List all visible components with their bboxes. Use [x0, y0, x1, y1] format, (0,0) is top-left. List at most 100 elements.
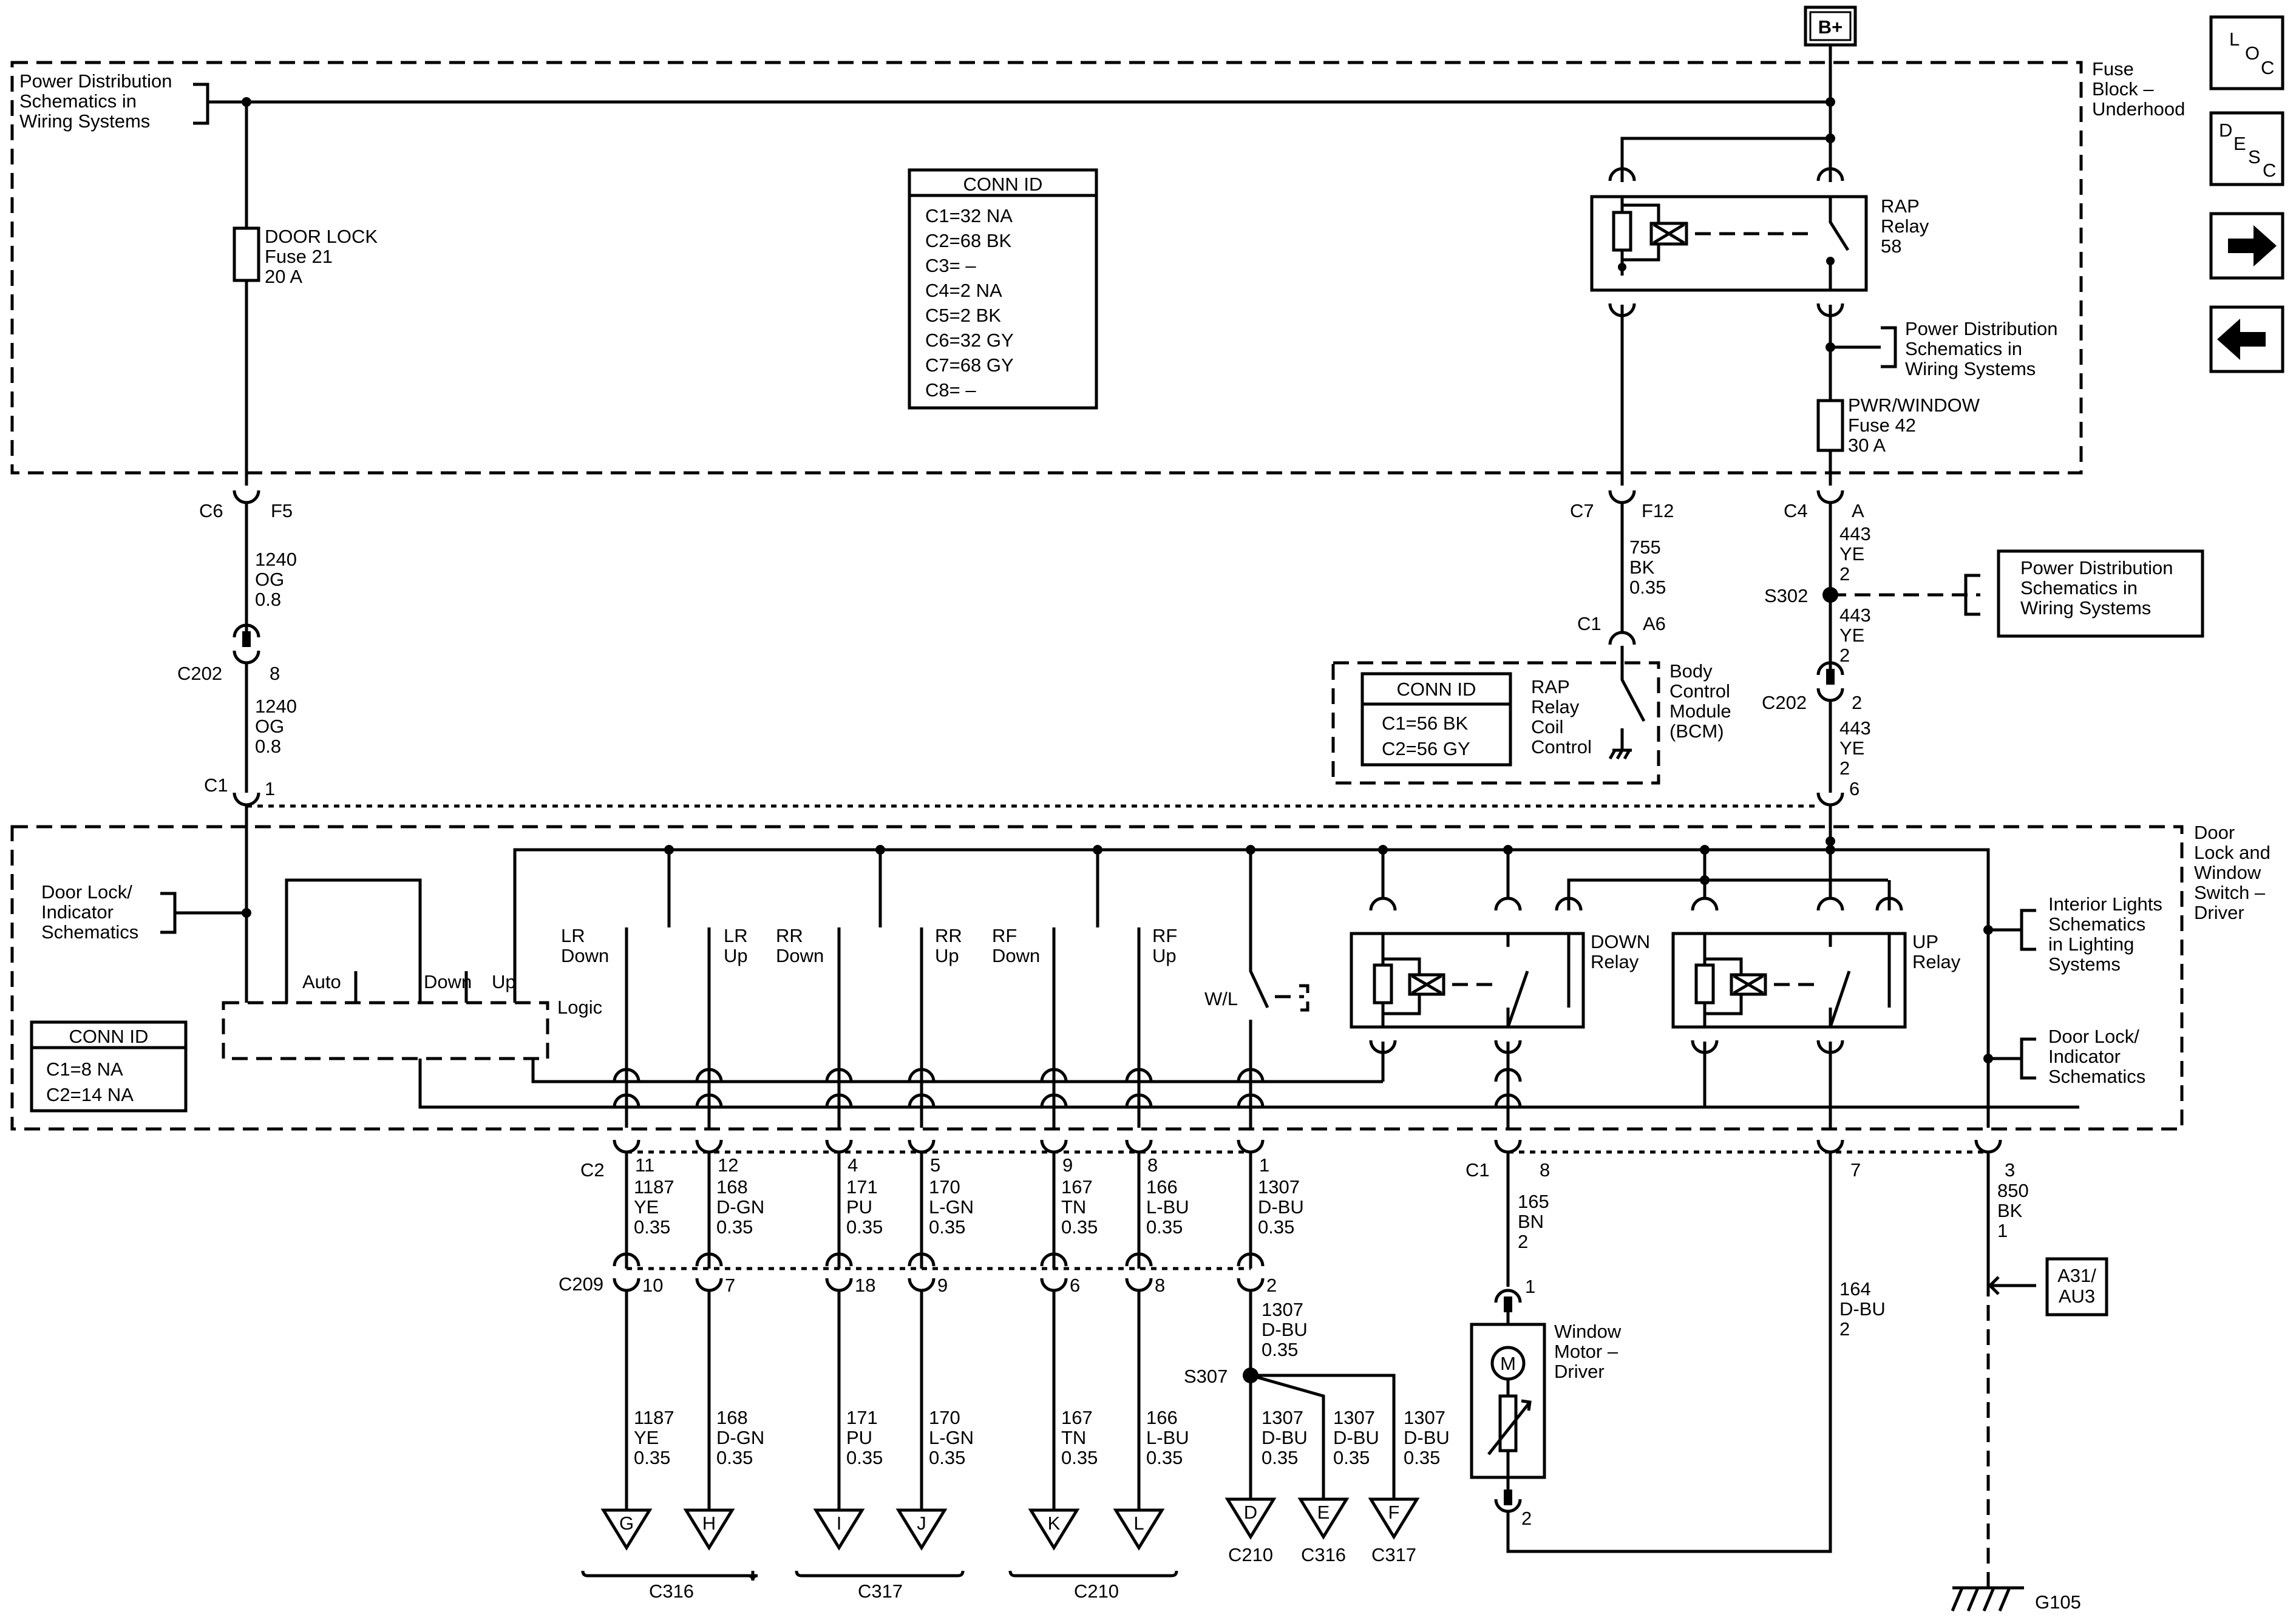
svg-text:1: 1 [1997, 1220, 2008, 1241]
svg-text:Schematics in: Schematics in [19, 90, 137, 112]
splice-s302: S302 [1764, 585, 1980, 606]
c209-pin-label: 9 [937, 1275, 948, 1296]
lower-wire-label: PU [846, 1427, 872, 1448]
svg-text:C7: C7 [1570, 500, 1594, 521]
c2-wire-label: YE [634, 1196, 659, 1218]
svg-text:C1: C1 [1466, 1159, 1490, 1181]
interior-lights-ref[interactable]: Interior Lights Schematics in Lighting S… [1983, 893, 2162, 975]
terminal-group-brackets: C316 C317 C210 [581, 1570, 1178, 1602]
svg-text:Wiring Systems: Wiring Systems [19, 110, 150, 132]
wire-443-c: 443 YE 2 [1839, 717, 1871, 779]
terminal-e[interactable]: E [1297, 1497, 1350, 1540]
svg-text:2: 2 [1852, 692, 1862, 713]
desc-button[interactable]: D E S C [2209, 111, 2284, 186]
rap-relay: RAP Relay 58 [1590, 134, 1929, 317]
lower-wire-label: 168 [716, 1407, 748, 1428]
svg-text:Module: Module [1669, 700, 1731, 722]
c2-wire-labels: 1187YE0.35168D-GN0.35171PU0.35170L-GN0.3… [634, 1176, 1304, 1238]
pd-reference-top[interactable]: Power Distribution Schematics in Wiring … [19, 70, 246, 132]
terminal-j[interactable]: J [895, 1508, 948, 1551]
svg-text:C: C [2261, 57, 2274, 78]
svg-text:Systems: Systems [2048, 954, 2121, 975]
svg-text:L: L [2229, 29, 2240, 50]
connector-c1-pin6: 6 [1816, 778, 1860, 807]
terminal-label: D [1244, 1502, 1257, 1523]
lower-wire-label: 167 [1061, 1407, 1093, 1428]
svg-text:Down: Down [992, 945, 1040, 966]
terminal-label: J [917, 1513, 926, 1534]
a31-option-ref[interactable]: A31/ AU3 [1988, 1257, 2108, 1317]
c2-wire-label: 0.35 [846, 1216, 883, 1238]
lower-wire-label: 0.35 [929, 1447, 965, 1468]
bcm-conn-id: CONN ID C1=56 BK C2=56 GY [1360, 672, 1512, 767]
terminal-label: K [1048, 1513, 1061, 1534]
svg-text:Indicator: Indicator [2048, 1046, 2121, 1067]
c209-pin-label: 6 [1070, 1275, 1080, 1296]
connector-c202-left: C202 8 [177, 623, 280, 684]
svg-text:C2=14 NA: C2=14 NA [46, 1084, 134, 1105]
svg-text:RAP: RAP [1881, 195, 1920, 217]
wire-1307-after-c209: 1307 D-BU 0.35 [1262, 1299, 1308, 1360]
svg-text:2: 2 [1521, 1508, 1532, 1529]
lower-wire-label: 0.35 [846, 1447, 883, 1468]
svg-text:C202: C202 [1762, 692, 1807, 713]
pd-reference-relay[interactable]: Power Distribution Schematics in Wiring … [1826, 318, 2058, 379]
c2-wire-label: 166 [1146, 1176, 1178, 1198]
back-arrow-button[interactable] [2209, 305, 2284, 373]
svg-text:DOOR LOCK: DOOR LOCK [265, 226, 378, 247]
terminal-i[interactable]: I [813, 1508, 865, 1551]
svg-text:UP: UP [1912, 931, 1938, 952]
svg-text:Window: Window [2194, 862, 2261, 883]
forward-arrow-button[interactable] [2209, 212, 2284, 280]
svg-text:OG: OG [255, 569, 284, 590]
svg-text:CONN ID: CONN ID [1397, 679, 1476, 700]
svg-text:Fuse: Fuse [2092, 58, 2134, 80]
terminal-d[interactable]: D [1224, 1497, 1277, 1540]
svg-text:(BCM): (BCM) [1669, 720, 1724, 742]
svg-text:Up: Up [1152, 945, 1177, 966]
svg-text:C2=68 BK: C2=68 BK [925, 230, 1012, 251]
wire-164: 164 D-BU 2 [1839, 1278, 1886, 1340]
svg-text:Schematics: Schematics [2048, 1066, 2145, 1087]
svg-text:O: O [2245, 42, 2260, 64]
svg-text:RR: RR [776, 925, 803, 946]
c2-pin-label: 5 [930, 1154, 940, 1176]
svg-text:C210: C210 [1228, 1544, 1273, 1565]
pd-reference-s302[interactable]: Power Distribution Schematics in Wiring … [1964, 549, 2204, 638]
terminal-f[interactable]: F [1368, 1497, 1420, 1540]
logic-block: Logic Auto Down Up [222, 848, 2079, 1109]
c2-wire-label: L-BU [1146, 1196, 1189, 1218]
svg-text:8: 8 [1540, 1159, 1550, 1181]
pwr-window-fuse: PWR/WINDOW Fuse 42 30 A [1816, 395, 1980, 456]
svg-text:30 A: 30 A [1848, 435, 1886, 456]
c2-wire-label: D-BU [1258, 1196, 1304, 1218]
c2-wire-label: 167 [1061, 1176, 1093, 1198]
svg-text:6: 6 [1849, 778, 1860, 799]
svg-text:2: 2 [1839, 1318, 1850, 1340]
terminal-g[interactable]: G [600, 1508, 653, 1551]
terminal-label: H [702, 1513, 716, 1534]
door-lock-ref-right[interactable]: Door Lock/ Indicator Schematics [1983, 1026, 2145, 1087]
svg-text:C316: C316 [649, 1581, 694, 1602]
svg-text:Fuse 21: Fuse 21 [265, 246, 333, 267]
svg-text:C1: C1 [204, 774, 228, 796]
terminal-h[interactable]: H [683, 1508, 735, 1551]
svg-text:Schematics in: Schematics in [2020, 577, 2138, 598]
svg-text:Down: Down [776, 945, 824, 966]
terminal-l[interactable]: L [1113, 1508, 1165, 1551]
terminal-label: G [619, 1513, 634, 1534]
svg-text:1307: 1307 [1262, 1407, 1303, 1428]
terminal-k[interactable]: K [1028, 1508, 1080, 1551]
lower-wire-label: 0.35 [634, 1447, 670, 1468]
door-lock-ref-left[interactable]: Door Lock/ Indicator Schematics [41, 881, 251, 943]
svg-text:F12: F12 [1642, 500, 1674, 521]
c2-wire-label: 0.35 [1146, 1216, 1183, 1238]
svg-text:Relay: Relay [1531, 696, 1580, 717]
svg-text:Up: Up [724, 945, 748, 966]
svg-text:850: 850 [1997, 1180, 2029, 1201]
splice-s307: S307 [1184, 1366, 1396, 1499]
svg-text:Coil: Coil [1531, 716, 1563, 737]
svg-text:Wiring Systems: Wiring Systems [1905, 358, 2036, 379]
svg-text:F5: F5 [271, 500, 293, 521]
loc-button[interactable]: L O C [2209, 15, 2284, 90]
